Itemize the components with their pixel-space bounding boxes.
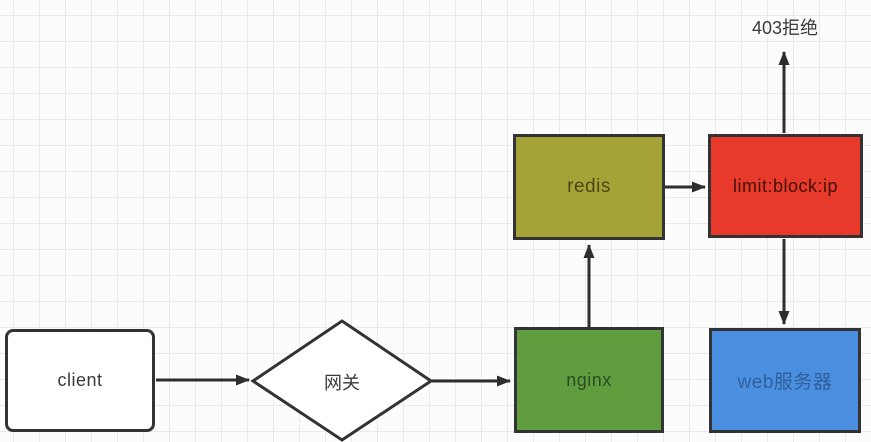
node-nginx[interactable]: nginx — [514, 327, 664, 433]
node-limit-block-ip-label: limit:block:ip — [732, 175, 839, 196]
node-limit-block-ip[interactable]: limit:block:ip — [708, 134, 863, 238]
node-client[interactable]: client — [5, 329, 155, 432]
node-web-server[interactable]: web服务器 — [709, 328, 861, 433]
node-client-label: client — [57, 370, 103, 390]
annotation-403-reject: 403拒绝 — [751, 18, 819, 38]
node-redis-label: redis — [567, 176, 611, 197]
node-redis[interactable]: redis — [513, 134, 665, 240]
node-nginx-label: nginx — [566, 369, 612, 390]
node-web-server-label: web服务器 — [737, 372, 833, 393]
node-gateway-shape[interactable] — [250, 319, 434, 442]
